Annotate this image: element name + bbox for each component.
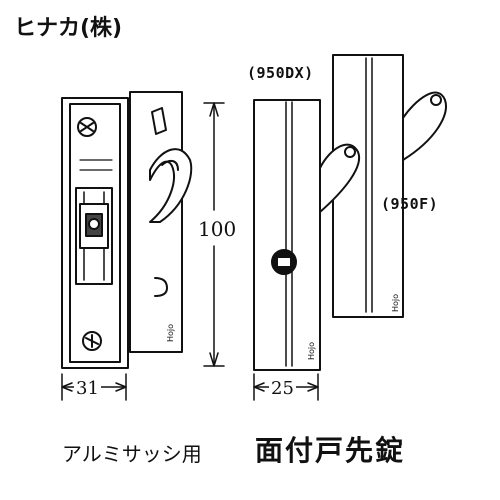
height-dimension [203,102,225,367]
left-plate-bump-top [154,277,168,297]
right-rear-brand-stamp: Hojo [391,294,400,312]
model-950dx-label: (950DX) [247,64,314,82]
right-width-dimension-label: 25 [269,378,296,399]
left-plate-tab [151,107,167,135]
height-dimension-label: 100 [198,217,237,241]
left-lock-assembly [61,91,193,369]
face-mount-lock-caption: 面付戸先錠 [255,434,406,467]
right-lock-assembly [253,54,447,371]
left-width-dimension-label: 31 [74,378,101,399]
right-front-hook [319,143,361,213]
left-brand-stamp: Hojo [166,324,175,342]
manufacturer-label: ヒナカ(株) [14,16,123,41]
aluminum-sash-caption: アルミサッシ用 [62,442,202,466]
model-950f-label: (950F) [381,195,439,213]
right-rear-hook [402,91,447,161]
right-front-body [253,99,321,371]
right-front-brand-stamp: Hojo [307,342,316,360]
